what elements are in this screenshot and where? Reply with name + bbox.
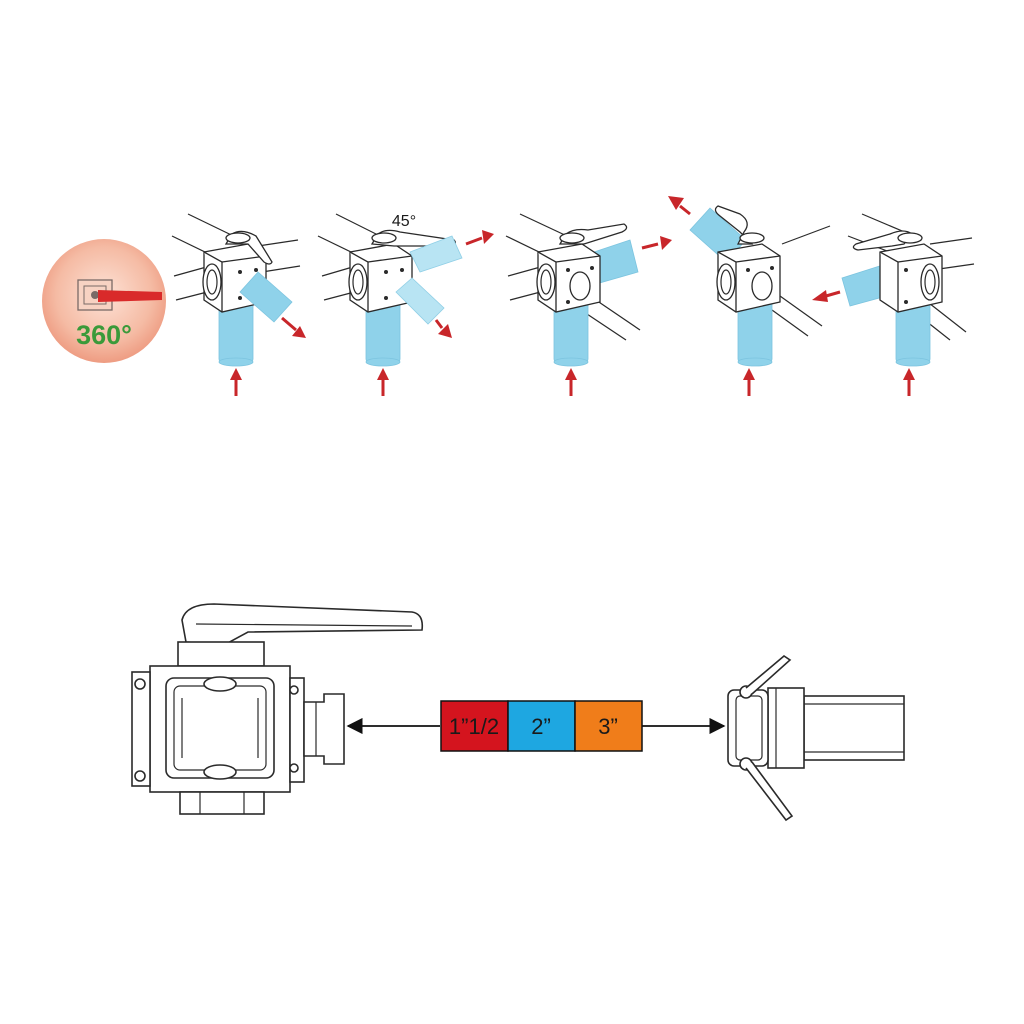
flow-arrow-in [903, 368, 915, 396]
flow-arrow-in [743, 368, 755, 396]
hose-pipe [803, 695, 905, 761]
cam-arm-lower [745, 761, 794, 822]
size-label-3: 3” [598, 714, 618, 739]
valve-position-1 [171, 213, 306, 396]
flow-arrow-in [377, 368, 389, 396]
guide-lines [771, 225, 831, 337]
valve-handle [852, 230, 913, 251]
valve-body [348, 243, 413, 313]
flow-arrow-out-lower [434, 319, 452, 338]
size-box-3 [574, 700, 643, 752]
camlock-male-adapter [303, 693, 345, 765]
flow-arrow-in [230, 368, 242, 396]
valve-position-5 [812, 213, 975, 396]
valve-body [716, 243, 781, 313]
valve-position-3 [505, 213, 672, 396]
red-handle-icon [98, 290, 162, 302]
valve-handle [181, 603, 424, 645]
flow-arrow-out [641, 236, 672, 250]
rotation-badge: 360° [42, 239, 166, 363]
outlet-pipe-upper [409, 235, 463, 273]
bottom-port [179, 791, 265, 815]
size-label-2: 2” [531, 714, 551, 739]
flow-arrow-out-upper [465, 230, 494, 246]
flow-arrow-out [668, 196, 691, 216]
size-label-1-1-2: 1”1/2 [449, 714, 499, 739]
left-flange [131, 671, 151, 787]
cam-arm-upper [745, 655, 792, 695]
valve-body [536, 243, 601, 313]
flow-arrow-in [565, 368, 577, 396]
camlock-coupling [727, 655, 905, 822]
size-box-1-1-2 [440, 700, 509, 752]
valve-handle [714, 205, 754, 245]
flow-arrow-out [812, 290, 841, 302]
outlet-pipe [239, 271, 293, 323]
valve-body [879, 243, 943, 313]
valve-side-view [131, 603, 424, 815]
valve-position-4 [668, 196, 831, 396]
valve-position-2: 45° [317, 213, 494, 396]
angle-label: 45° [392, 213, 416, 230]
connection-size-legend: 1”1/2 2” 3” [440, 700, 643, 752]
flow-arrow-out [281, 316, 306, 338]
rotation-label: 360° [76, 320, 132, 350]
outlet-pipe-lower [395, 277, 445, 325]
